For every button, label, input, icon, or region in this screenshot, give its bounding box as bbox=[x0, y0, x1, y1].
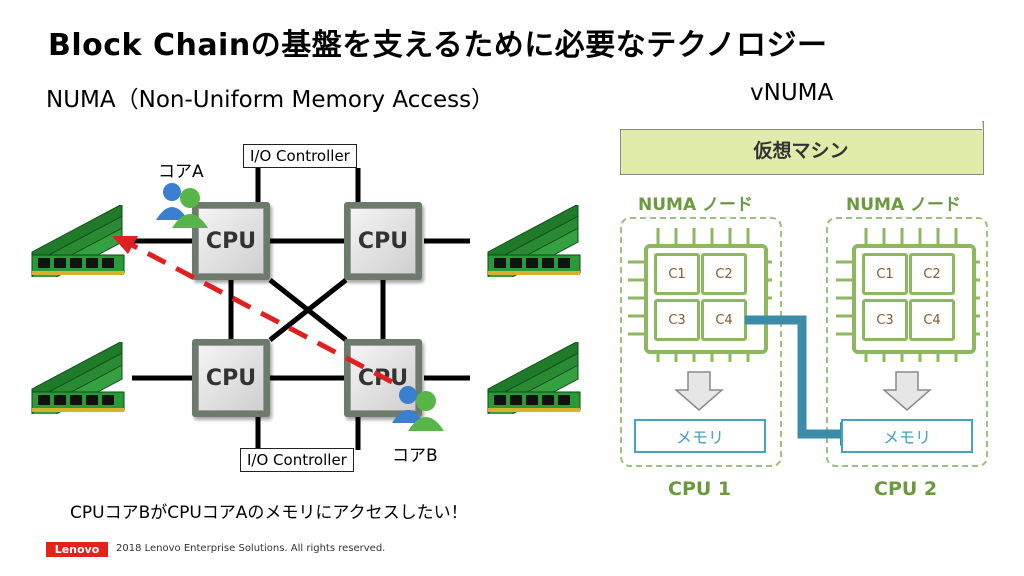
cpu2-label: CPU 2 bbox=[874, 478, 938, 500]
cpu-chip-bottom-left: CPU bbox=[192, 339, 270, 417]
core-c1: C1 bbox=[862, 253, 908, 295]
core-c4: C4 bbox=[909, 299, 955, 341]
cpu1-label: CPU 1 bbox=[668, 478, 732, 500]
vnuma-subtitle: vNUMA bbox=[750, 80, 834, 106]
cpu-chip-top-left: CPU bbox=[192, 202, 270, 280]
page-title: Block Chainの基盤を支えるために必要なテクノロジー bbox=[48, 28, 828, 63]
memory-box-1: メモリ bbox=[634, 419, 766, 453]
numa-subtitle: NUMA（Non-Uniform Memory Access） bbox=[46, 87, 495, 113]
ram-icon bbox=[487, 205, 581, 277]
core-c2: C2 bbox=[909, 253, 955, 295]
numa-node-box-1 bbox=[620, 217, 782, 467]
core-c2: C2 bbox=[701, 253, 747, 295]
numa-node-label-1: NUMA ノード bbox=[638, 195, 754, 215]
cpu-chip-top-right: CPU bbox=[344, 202, 422, 280]
user-core-a-icon bbox=[156, 183, 208, 228]
core-b-label: コアB bbox=[392, 446, 438, 466]
virtual-machine-bar-top bbox=[620, 121, 982, 130]
core-c3: C3 bbox=[862, 299, 908, 341]
cpu-chip-bottom-right: CPU bbox=[344, 339, 422, 417]
cpu-label: CPU bbox=[198, 208, 264, 274]
memory-box-2: メモリ bbox=[841, 419, 973, 453]
io-controller-bottom: I/O Controller bbox=[240, 448, 354, 472]
numa-node-label-2: NUMA ノード bbox=[846, 195, 962, 215]
numa-caption: CPUコアBがCPUコアAのメモリにアクセスしたい！ bbox=[70, 503, 468, 523]
ram-icon bbox=[487, 342, 581, 414]
copyright-text: 2018 Lenovo Enterprise Solutions. All ri… bbox=[116, 543, 386, 554]
io-controller-top: I/O Controller bbox=[243, 144, 357, 168]
ram-icon bbox=[31, 342, 125, 414]
core-c3: C3 bbox=[654, 299, 700, 341]
cpu-label: CPU bbox=[350, 208, 416, 274]
user-core-b-icon bbox=[392, 386, 444, 431]
numa-node-box-2 bbox=[826, 217, 988, 467]
ram-icon bbox=[31, 205, 125, 277]
virtual-machine-label: 仮想マシン bbox=[753, 140, 849, 162]
core-a-label: コアA bbox=[158, 162, 204, 182]
cpu-label: CPU bbox=[198, 345, 264, 411]
lenovo-logo: Lenovo bbox=[46, 542, 108, 557]
core-c1: C1 bbox=[654, 253, 700, 295]
